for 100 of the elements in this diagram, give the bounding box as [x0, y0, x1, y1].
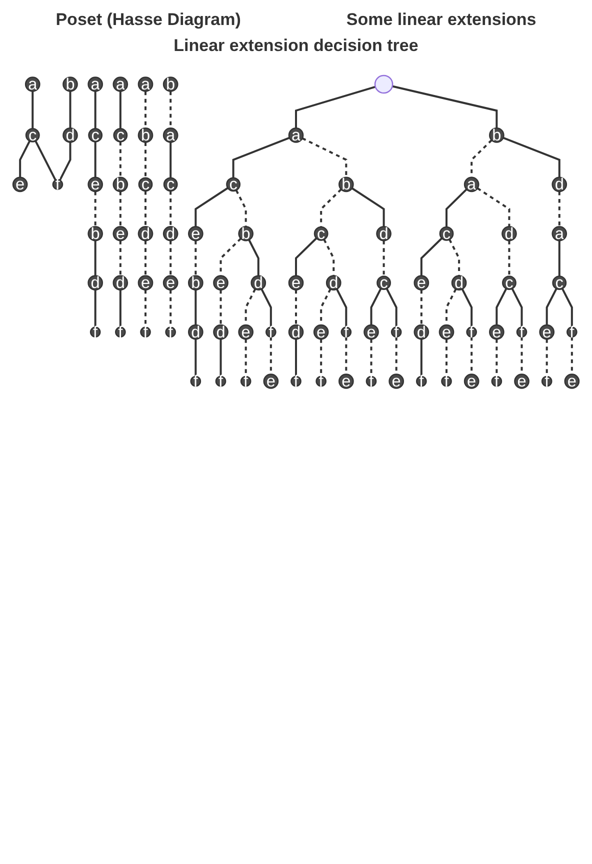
connector	[370, 288, 382, 325]
connector	[94, 142, 96, 178]
connector	[232, 136, 290, 178]
node-circle: d	[451, 275, 467, 290]
node-circle: d	[552, 176, 568, 192]
node-circle: a	[464, 176, 480, 192]
connector	[511, 288, 523, 328]
connector	[119, 191, 122, 227]
connector	[295, 238, 318, 276]
node-circle: a	[288, 128, 304, 143]
connector	[119, 142, 122, 178]
node-circle: f	[416, 376, 427, 387]
heading: Linear extension decision tree	[174, 36, 418, 56]
connector	[260, 288, 272, 328]
node-circle: d	[213, 324, 228, 340]
connector	[220, 290, 222, 325]
node-circle: b	[162, 76, 178, 92]
node-circle: f	[90, 326, 101, 338]
node-circle: b	[62, 76, 78, 92]
connector	[502, 136, 560, 178]
connector	[496, 288, 508, 325]
node-circle: e	[564, 374, 580, 389]
node-circle: a	[88, 76, 103, 92]
node-circle: b	[489, 128, 504, 143]
node-circle: e	[138, 275, 154, 290]
connector	[69, 91, 72, 128]
connector	[94, 91, 96, 129]
connector	[248, 239, 260, 276]
node-circle: e	[338, 374, 354, 389]
node-circle: f	[266, 326, 276, 338]
connector	[420, 238, 442, 276]
node-circle: f	[390, 326, 402, 338]
node-circle: c	[376, 276, 391, 290]
connector	[508, 240, 510, 276]
connector	[144, 142, 146, 178]
node-circle: b	[338, 176, 354, 192]
node-circle: e	[213, 275, 228, 290]
node-circle: f	[115, 326, 126, 338]
connector	[34, 140, 56, 181]
connector	[220, 339, 222, 376]
node-circle: c	[314, 226, 328, 241]
connector	[194, 240, 197, 276]
node-circle: d	[502, 226, 517, 242]
node-circle: d	[62, 128, 78, 143]
connector	[170, 191, 172, 227]
node-circle: e	[438, 324, 454, 340]
connector	[119, 91, 122, 129]
node-circle: d	[376, 226, 392, 242]
node-circle: b	[238, 226, 254, 242]
heading: Poset (Hasse Diagram)	[56, 10, 241, 30]
node-circle: f	[466, 326, 477, 338]
node-circle	[374, 74, 394, 94]
node-circle: d	[112, 275, 128, 290]
node-circle: d	[162, 226, 178, 242]
node-circle: d	[88, 275, 103, 290]
connector	[295, 86, 376, 128]
connector	[194, 290, 197, 325]
connector	[94, 191, 96, 227]
node-circle: e	[514, 374, 530, 389]
heading: Some linear extensions	[346, 10, 536, 30]
node-circle: f	[215, 376, 226, 387]
node-circle: e	[364, 324, 379, 340]
connector	[194, 187, 228, 227]
connector	[558, 240, 560, 276]
node-circle: c	[552, 276, 567, 290]
connector	[446, 188, 468, 228]
connector	[170, 240, 172, 276]
connector	[144, 191, 146, 227]
node-circle: e	[112, 226, 128, 242]
node-circle: e	[188, 226, 204, 242]
connector	[382, 240, 385, 276]
node-circle: e	[12, 176, 28, 192]
node-circle: a	[138, 76, 154, 92]
node-circle: d	[250, 275, 266, 290]
connector	[561, 288, 573, 328]
node-circle: d	[188, 324, 204, 340]
connector	[94, 290, 96, 328]
node-circle: d	[414, 324, 430, 340]
node-circle: d	[326, 275, 342, 290]
node-circle: c	[88, 128, 103, 142]
node-circle: e	[313, 324, 329, 340]
connector	[461, 288, 473, 328]
connector	[302, 137, 348, 178]
node-circle: b	[88, 226, 103, 242]
node-circle: e	[263, 374, 279, 389]
node-circle: e	[539, 324, 554, 340]
connector	[558, 191, 560, 227]
node-circle: a	[112, 76, 128, 92]
connector	[386, 288, 398, 328]
node-circle: e	[464, 374, 480, 389]
node-circle: d	[288, 324, 304, 340]
connector	[392, 85, 498, 128]
node-circle: b	[188, 275, 204, 290]
node-circle: b	[138, 128, 154, 143]
node-circle: e	[489, 324, 504, 340]
node-circle: c	[226, 177, 240, 192]
node-circle: c	[502, 276, 516, 290]
connector	[19, 140, 31, 178]
connector	[170, 142, 172, 178]
node-circle: e	[288, 275, 304, 290]
